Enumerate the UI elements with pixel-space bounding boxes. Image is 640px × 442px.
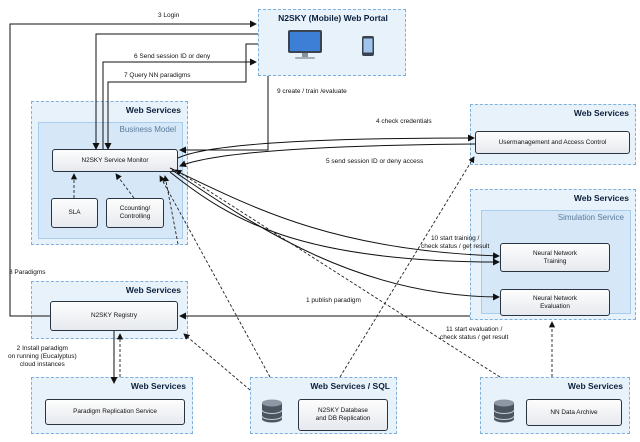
- business-model-title: Business Model: [119, 125, 176, 134]
- edge-label-query: 7 Query NN paradigms: [124, 72, 191, 79]
- ws-sim-title: Web Services: [573, 193, 629, 203]
- accounting-label: Ccounting/Controlling: [119, 205, 151, 220]
- sla-label: SLA: [68, 209, 81, 216]
- accounting-box: Ccounting/Controlling: [106, 198, 164, 228]
- portal-container: N2SKY (Mobile) Web Portal: [258, 9, 406, 76]
- edge-check-credentials: [177, 134, 475, 159]
- mobile-phone-icon: [362, 36, 374, 56]
- edge-label-start-evaluation: 11 start evaluation /check status / get …: [440, 326, 509, 341]
- portal-title: N2SKY (Mobile) Web Portal: [278, 13, 388, 23]
- edge-paradigms: [9, 20, 257, 317]
- usermanagement-label: Usermanagement and Access Control: [498, 138, 607, 146]
- replication-label: Paradigm Replication Service: [73, 408, 157, 415]
- usermanagement-box: Usermanagement and Access Control: [475, 131, 630, 154]
- edge-query-paradigms: [104, 43, 258, 150]
- edge-label-create-train: 9 create / train /evaluate: [277, 88, 347, 95]
- archive-label: NN Data Archive: [550, 408, 598, 416]
- desktop-monitor-icon: [288, 30, 322, 59]
- ws-sql-title: Web Services / SQL: [310, 381, 390, 391]
- edge-label-start-training: 10 start training /check status / get re…: [421, 235, 490, 250]
- ws-archive-title: Web Services: [567, 381, 623, 391]
- service-monitor-label: N2SKY Service Monitor: [81, 156, 149, 164]
- edge-label-send-session: 6 Send session ID or deny: [134, 53, 211, 60]
- edge-start-evaluation: [171, 169, 500, 301]
- sla-box: SLA: [51, 198, 98, 228]
- archive-cylinder-icon: [493, 399, 515, 423]
- edge-label-login: 3 Login: [158, 12, 180, 19]
- edge-label-paradigms: 8 Paradigms: [9, 269, 46, 276]
- edge-label-send-session-back: 5 send session ID or deny access: [326, 158, 424, 165]
- edge-create-train: [179, 76, 269, 154]
- archive-box: NN Data Archive: [526, 399, 622, 426]
- ws-replication-title: Web Services: [130, 381, 186, 391]
- dep-accounting: [115, 173, 135, 199]
- edge-label-check-credentials: 4 check credentials: [376, 118, 432, 125]
- dep-archive-monitor: [175, 169, 501, 378]
- replication-box: Paradigm Replication Service: [45, 399, 185, 425]
- edge-login: [92, 33, 258, 150]
- edge-label-publish: 1 publish paradigm: [306, 297, 361, 304]
- database-cylinder-icon: [261, 399, 283, 423]
- ws-registry-title: Web Services: [125, 285, 181, 295]
- edge-training-status: [169, 167, 500, 260]
- simulation-service-title: Simulation Service: [557, 213, 624, 222]
- registry-label: N2SKY Registry: [90, 312, 138, 319]
- edge-send-session-back: [179, 143, 476, 168]
- dep-sql-user: [339, 156, 475, 378]
- dep-sql-registry: [183, 333, 251, 391]
- dep-sql-monitor: [159, 175, 271, 378]
- edge-start-training: [169, 171, 500, 266]
- edge-send-session: [102, 58, 257, 149]
- registry-box: N2SKY Registry: [50, 301, 178, 331]
- dep-monitor-down: [162, 175, 179, 245]
- ws-user-title: Web Services: [573, 108, 629, 118]
- ws-main-title: Web Services: [125, 105, 181, 115]
- service-monitor-box: N2SKY Service Monitor: [52, 149, 178, 172]
